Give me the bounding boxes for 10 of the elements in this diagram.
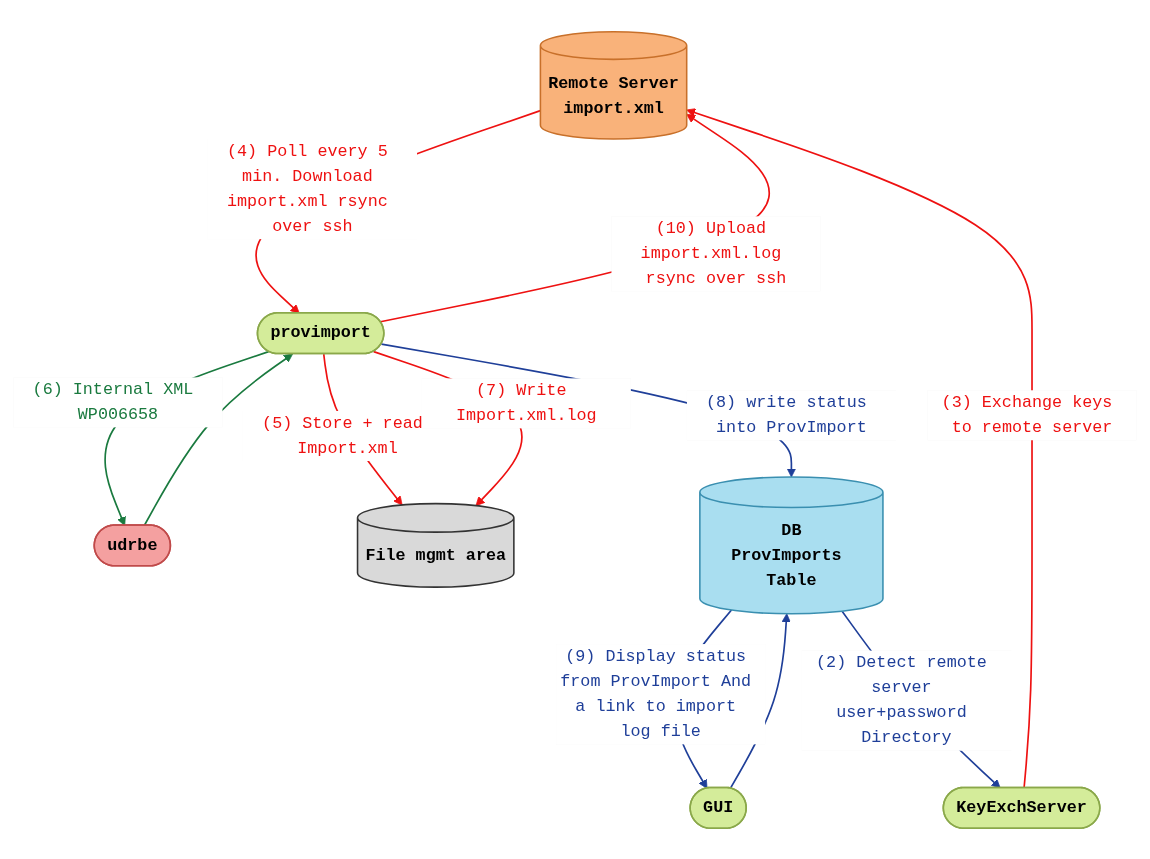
edge-label: (10) Upload import.xml.log rsync over ssh: [640, 218, 787, 288]
edge-label: (7) Write Import.xml.log: [455, 380, 597, 425]
edge-label: (5) Store + read Import.xml: [262, 413, 423, 458]
edge-label: (2) Detect remote server user+password Directory: [816, 653, 987, 748]
edge-label: (4) Poll every 5 min. Download import.xml rsync over ssh: [227, 141, 388, 236]
edge-label: (8) write status into ProvImport: [706, 392, 867, 437]
edge-label: (3) Exchange keys to remote server: [941, 392, 1113, 437]
edge-label: (6) Internal XML WP006658: [32, 379, 194, 424]
arrow: [143, 353, 293, 526]
edge-label: (9) Display status from ProvImport And a link to import log file: [560, 646, 752, 741]
